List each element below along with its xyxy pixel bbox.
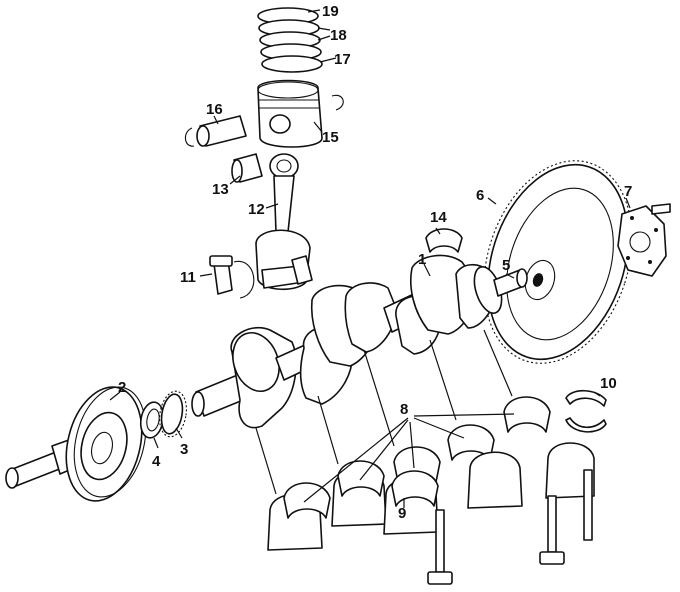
callout-8: 8 <box>400 401 408 418</box>
piston-rings <box>257 7 323 73</box>
callout-labels: 1 2 3 4 5 6 7 8 9 10 11 12 13 14 15 16 1… <box>118 3 632 522</box>
callout-15: 15 <box>322 129 339 146</box>
callout-5: 5 <box>502 257 510 274</box>
callout-19: 19 <box>322 3 339 20</box>
callout-6: 6 <box>476 187 484 204</box>
callout-11: 11 <box>180 269 196 286</box>
bearing-cap-bolts <box>427 469 593 585</box>
callout-17: 17 <box>334 51 351 68</box>
thrust-washers <box>565 389 607 433</box>
callout-1: 1 <box>418 251 426 268</box>
upper-rod-bearing <box>425 228 463 253</box>
callout-13: 13 <box>212 181 229 198</box>
connecting-rod <box>255 153 313 291</box>
piston <box>257 79 344 148</box>
crankshaft-gear <box>159 390 187 438</box>
callout-4: 4 <box>152 453 161 470</box>
callout-7: 7 <box>624 183 632 200</box>
callout-10: 10 <box>600 375 617 392</box>
callout-12: 12 <box>248 201 265 218</box>
callout-3: 3 <box>180 441 188 458</box>
piston-pin <box>184 115 247 147</box>
callout-16: 16 <box>206 101 223 118</box>
drive-plate <box>617 203 671 277</box>
callout-14: 14 <box>430 209 447 226</box>
torsional-damper <box>65 386 147 502</box>
callout-18: 18 <box>330 27 347 44</box>
leader-lines <box>109 9 631 508</box>
callout-9: 9 <box>398 505 406 522</box>
small-end-bushing <box>231 153 263 183</box>
crankshaft <box>191 254 528 429</box>
connecting-rod-bolt <box>209 255 255 299</box>
callout-2: 2 <box>118 379 126 396</box>
